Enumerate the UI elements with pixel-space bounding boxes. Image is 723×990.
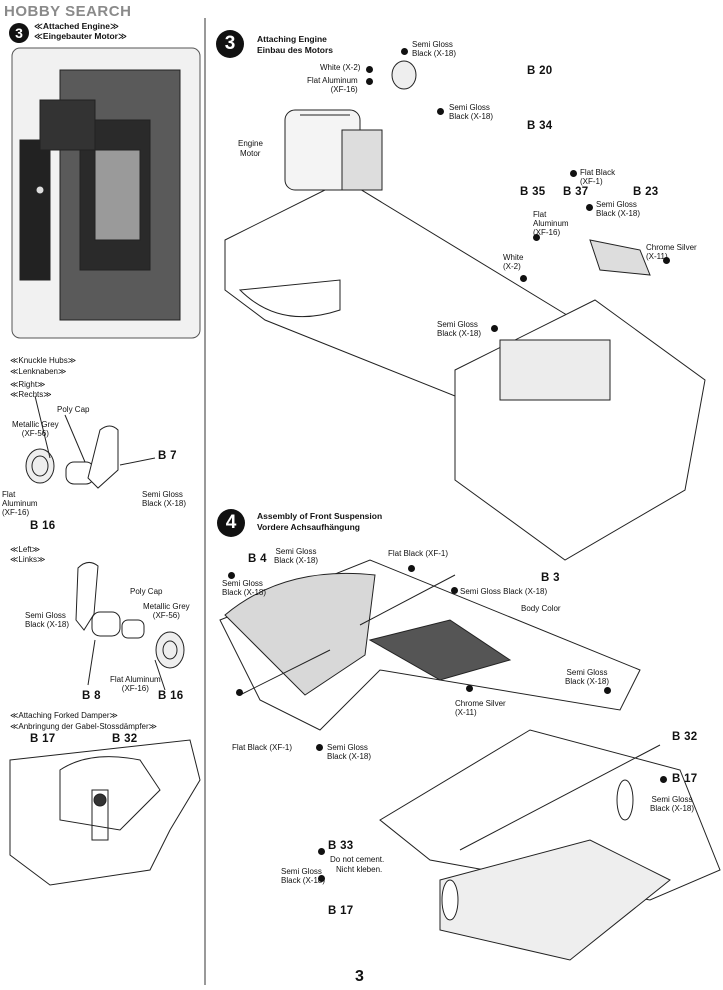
paint-marker	[586, 204, 593, 211]
left-semi-gloss: Semi Gloss Black (X-18)	[25, 611, 70, 629]
paint-marker	[491, 325, 498, 332]
left-poly-cap: Poly Cap	[130, 587, 163, 596]
right-flat-aluminum: Flat Aluminum (XF-16)	[2, 490, 38, 517]
s3-white2: White (X-2)	[503, 253, 524, 271]
paint-marker	[660, 776, 667, 783]
paint-marker	[466, 685, 473, 692]
engine-label-en: Engine	[238, 139, 263, 148]
s4-sg-b4: Semi Gloss Black (X-18)	[274, 547, 319, 565]
s4-sg-right-top: Semi Gloss Black (X-18)	[565, 668, 610, 686]
step-circle-attached: 3	[9, 23, 29, 43]
right-label-en: ≪Right≫	[10, 380, 46, 389]
paint-marker	[318, 875, 325, 882]
step-circle-4: 4	[217, 509, 245, 537]
paint-marker	[520, 275, 527, 282]
s3-sg-b23: Semi Gloss Black (X-18)	[596, 200, 641, 218]
paint-marker	[316, 744, 323, 751]
damper-title-de: ≪Anbringung der Gabel-Stossdämpfer≫	[10, 722, 158, 731]
s4-sg-b33: Semi Gloss Black (X-18)	[281, 867, 326, 885]
s4-flat-black-top: Flat Black (XF-1)	[388, 549, 449, 558]
part-b35: B 35	[520, 186, 546, 198]
right-metallic-grey: Metallic Grey (XF-56)	[12, 420, 59, 438]
watermark-logo: HOBBY SEARCH	[4, 3, 131, 20]
paint-marker	[366, 78, 373, 85]
attached-title-en: ≪Attached Engine≫	[34, 21, 119, 31]
s4-flat-black-bot: Flat Black (XF-1)	[232, 743, 293, 752]
page-number: 3	[355, 968, 364, 985]
part-b32: B 32	[672, 731, 698, 743]
right-label-de: ≪Rechts≫	[10, 390, 52, 399]
s4-sg-b17: Semi Gloss Black (X-18)	[650, 795, 695, 813]
part-b32-damper: B 32	[112, 733, 138, 745]
watermark-text: HOBBY SEARCH	[4, 3, 132, 20]
left-label-de: ≪Links≫	[10, 555, 46, 564]
engine-label-de: Motor	[240, 149, 261, 158]
paint-marker	[437, 108, 444, 115]
s3-flat-black: Flat Black (XF-1)	[580, 168, 616, 186]
step-circle-3: 3	[216, 30, 244, 58]
step-number: 3	[15, 25, 23, 41]
part-b34: B 34	[527, 120, 553, 132]
knuckle-title-en: ≪Knuckle Hubs≫	[10, 356, 77, 365]
s3-chrome: Chrome Silver (X-11)	[646, 243, 697, 261]
right-poly-cap: Poly Cap	[57, 405, 90, 414]
paint-marker	[366, 66, 373, 73]
paint-marker	[451, 587, 458, 594]
part-b16-left: B 16	[158, 690, 184, 702]
s4-body-color: Body Color	[521, 604, 561, 613]
paint-marker	[228, 572, 235, 579]
s4-chrome: Chrome Silver (X-11)	[455, 699, 506, 717]
part-b20: B 20	[527, 65, 553, 77]
s3-flat-alu2: Flat Aluminum (XF-16)	[533, 210, 569, 237]
damper-title-en: ≪Attaching Forked Damper≫	[10, 711, 118, 720]
part-b37: B 37	[563, 186, 589, 198]
paint-marker	[604, 687, 611, 694]
s4-no-cement-de: Nicht kleben.	[336, 865, 383, 874]
paint-marker	[408, 565, 415, 572]
step4-title-de: Vordere Achsaufhängung	[257, 522, 360, 532]
s4-sg-bot: Semi Gloss Black (X-18)	[327, 743, 372, 761]
paint-marker	[401, 48, 408, 55]
paint-marker	[236, 689, 243, 696]
step3-title-en: Attaching Engine	[257, 34, 327, 44]
part-b8: B 8	[82, 690, 101, 702]
s3-flat-alu: Flat Aluminum (XF-16)	[307, 76, 358, 94]
step3-title-de: Einbau des Motors	[257, 45, 334, 55]
paint-marker	[663, 257, 670, 264]
part-b3: B 3	[541, 572, 560, 584]
s3-sg-low: Semi Gloss Black (X-18)	[437, 320, 482, 338]
paint-marker	[533, 234, 540, 241]
part-b23: B 23	[633, 186, 659, 198]
knuckle-title-de: ≪Lenknaben≫	[10, 367, 67, 376]
s3-sg-mid: Semi Gloss Black (X-18)	[449, 103, 494, 121]
step-number: 3	[224, 33, 236, 54]
s4-no-cement-en: Do not cement.	[330, 855, 385, 864]
left-label-en: ≪Left≫	[10, 545, 41, 554]
s3-sg-top: Semi Gloss Black (X-18)	[412, 40, 457, 58]
attached-title-de: ≪Eingebauter Motor≫	[34, 31, 127, 41]
part-b16-right: B 16	[30, 520, 56, 532]
part-b17-damper: B 17	[30, 733, 56, 745]
part-b7: B 7	[158, 450, 177, 462]
part-b4: B 4	[248, 553, 267, 565]
part-b33: B 33	[328, 840, 354, 852]
s4-sg-left: Semi Gloss Black (X-18)	[222, 579, 267, 597]
part-b17-right: B 17	[672, 773, 698, 785]
s3-white: White (X-2)	[320, 63, 361, 72]
s4-sg-b3: Semi Gloss Black (X-18)	[460, 587, 548, 596]
step4-title-en: Assembly of Front Suspension	[257, 511, 383, 521]
part-b17-bottom: B 17	[328, 905, 354, 917]
left-flat-aluminum: Flat Aluminum (XF-16)	[110, 675, 161, 693]
paint-marker	[570, 170, 577, 177]
right-semi-gloss: Semi Gloss Black (X-18)	[142, 490, 187, 508]
left-metallic-grey: Metallic Grey (XF-56)	[143, 602, 190, 620]
step-number: 4	[225, 512, 237, 533]
paint-marker	[318, 848, 325, 855]
